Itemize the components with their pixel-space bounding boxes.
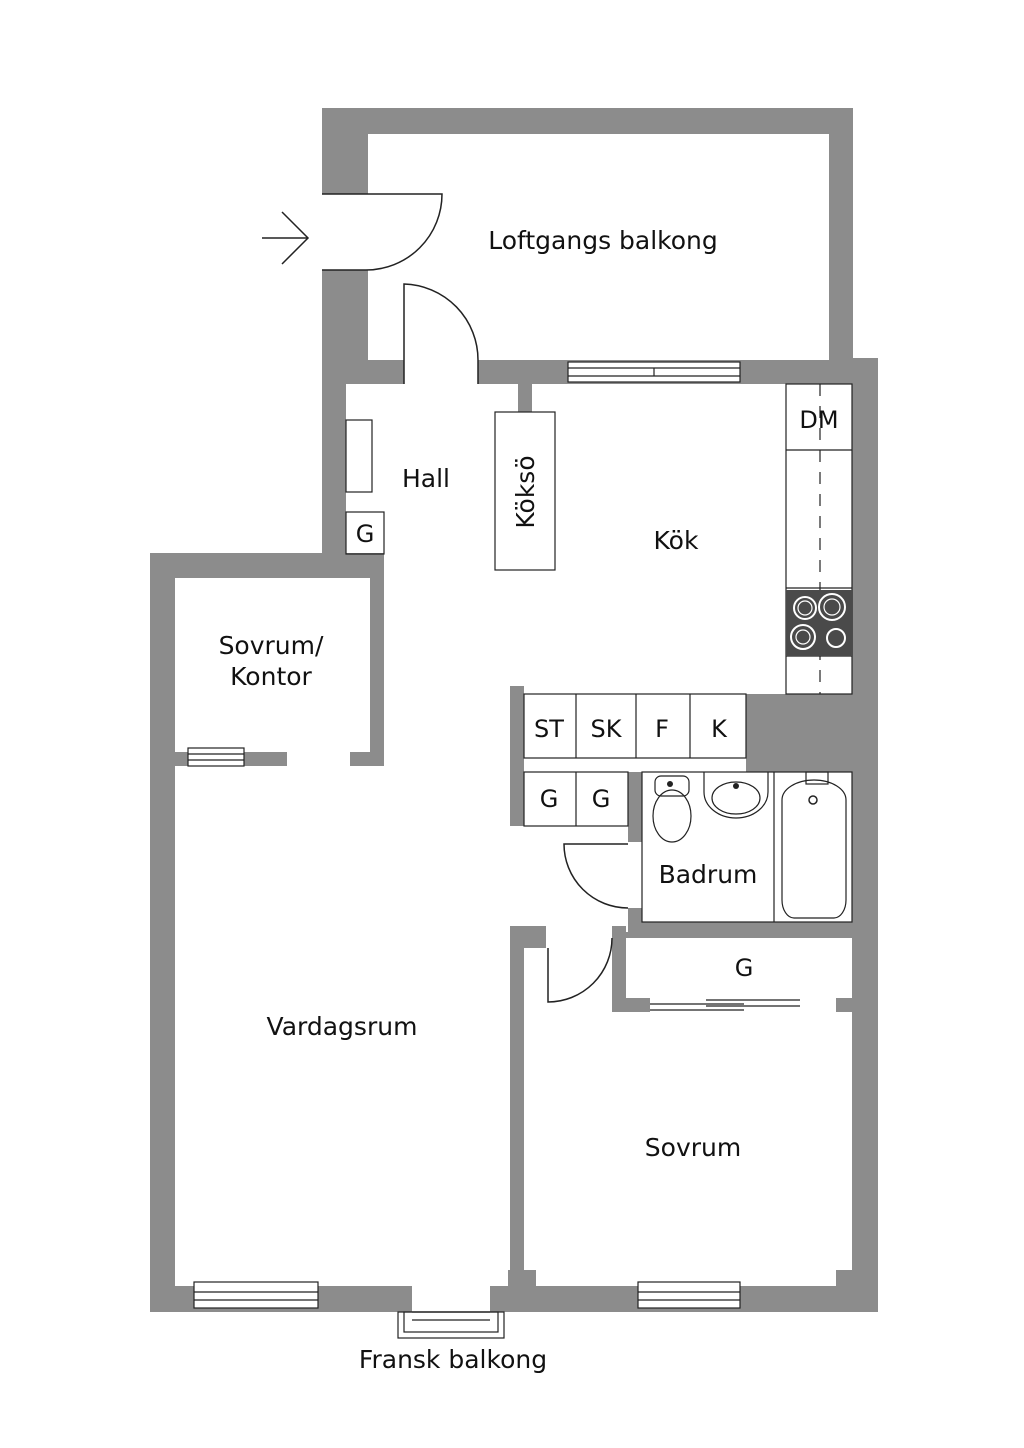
wall-bedroom-bottom-right	[350, 752, 384, 766]
wall-bedroom-right	[370, 578, 384, 766]
kitchen-island: Köksö	[494, 411, 556, 571]
window-vardagsrum	[193, 1281, 319, 1309]
sink-icon	[703, 772, 769, 819]
toilet-icon	[652, 775, 692, 843]
kokso-label: Köksö	[511, 455, 540, 528]
wall-bottom-notch	[508, 1270, 536, 1286]
vardagsrum-label: Vardagsrum	[267, 1012, 418, 1041]
g-left-label: G	[540, 785, 559, 813]
wall-bath-bottom-full	[628, 922, 878, 938]
wall-bath-bottom	[628, 908, 642, 926]
window-balcony	[567, 361, 741, 383]
windows	[187, 361, 741, 1339]
entrance-door-swing	[322, 193, 443, 271]
bedroom-door	[547, 937, 613, 1003]
sovrum-label: Sovrum	[645, 1133, 741, 1162]
hall-door-swing	[403, 283, 479, 384]
st-label: ST	[534, 715, 564, 743]
sk-label: SK	[591, 715, 623, 743]
hall-door	[403, 283, 479, 388]
room-labels: Loftgangs balkong Hall Kök Sovrum/ Konto…	[219, 226, 742, 1374]
wall-wardrobe-left	[612, 926, 626, 1012]
f-label: F	[655, 715, 669, 743]
wall-storage-left	[510, 686, 524, 826]
g-right-label: G	[592, 785, 611, 813]
wardrobe: G	[650, 954, 800, 1011]
window-sovrum	[637, 1281, 741, 1309]
hall-shelf	[345, 419, 373, 493]
entrance-door-opening	[322, 194, 368, 270]
french-balcony	[397, 1286, 505, 1339]
wall-storage-block	[746, 694, 852, 772]
hall-wardrobe	[345, 511, 385, 555]
interior-walls	[150, 360, 878, 1286]
wall-bedroom-top	[150, 553, 384, 578]
hall-fixtures: G	[345, 419, 385, 555]
sovrum-kontor-label-1: Sovrum/	[219, 631, 324, 660]
entrance-door	[262, 193, 443, 271]
dishwasher-label: DM	[799, 406, 838, 434]
badrum-label: Badrum	[659, 860, 758, 889]
wall-kitchen-pillar	[518, 384, 532, 412]
wall-hall-left	[322, 384, 346, 554]
wall-bedroom2-left-top	[510, 926, 546, 948]
hall-door-opening	[404, 356, 478, 388]
g-wardrobe-label: G	[735, 954, 754, 982]
loftgang-label: Loftgangs balkong	[488, 226, 718, 255]
wall-bottom-notch-2	[836, 1270, 852, 1286]
storage-g-row: G G	[523, 771, 629, 827]
wall-balcony-kitchen	[322, 360, 404, 384]
bathroom-door-swing	[563, 843, 629, 909]
kok-label: Kök	[654, 526, 699, 555]
window-sovrum-kontor	[187, 747, 245, 767]
sovrum-kontor-label-2: Kontor	[230, 662, 312, 691]
entrance-arrow-icon	[262, 211, 310, 265]
bathtub-icon	[781, 771, 847, 919]
k-label: K	[711, 715, 728, 743]
bathroom-outline	[641, 771, 853, 923]
hall-label: Hall	[402, 464, 450, 493]
kitchen-counter: DM	[785, 383, 853, 695]
wall-wardrobe-left-b	[612, 998, 650, 1012]
bedroom-door-swing	[547, 937, 613, 1003]
balcony-floor	[368, 134, 829, 360]
stove-icon	[786, 590, 852, 656]
bathroom: Badrum	[563, 771, 853, 923]
wall-bedroom2-left	[510, 926, 524, 1286]
fransk-balkong-label: Fransk balkong	[359, 1345, 547, 1374]
hall-wardrobe-label: G	[356, 520, 375, 548]
storage-row: ST SK F K	[523, 693, 747, 759]
wall-bath-left	[628, 772, 642, 842]
wall-wardrobe-right	[836, 998, 852, 1012]
